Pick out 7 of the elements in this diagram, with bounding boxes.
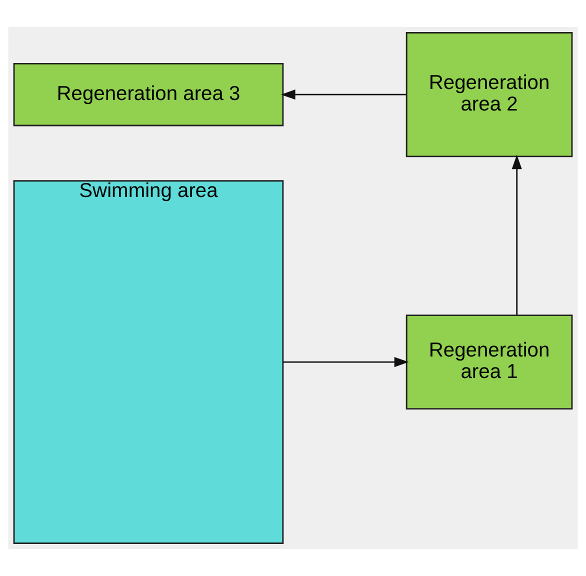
- node-box: Regeneration area 3: [13, 62, 284, 126]
- node-box: Regeneration area 1: [406, 314, 573, 410]
- node-box: Regeneration area 2: [406, 32, 573, 158]
- arrow: [280, 90, 406, 100]
- arrow: [512, 154, 522, 315]
- arrow: [283, 357, 409, 368]
- node-box: Swimming area: [13, 180, 284, 544]
